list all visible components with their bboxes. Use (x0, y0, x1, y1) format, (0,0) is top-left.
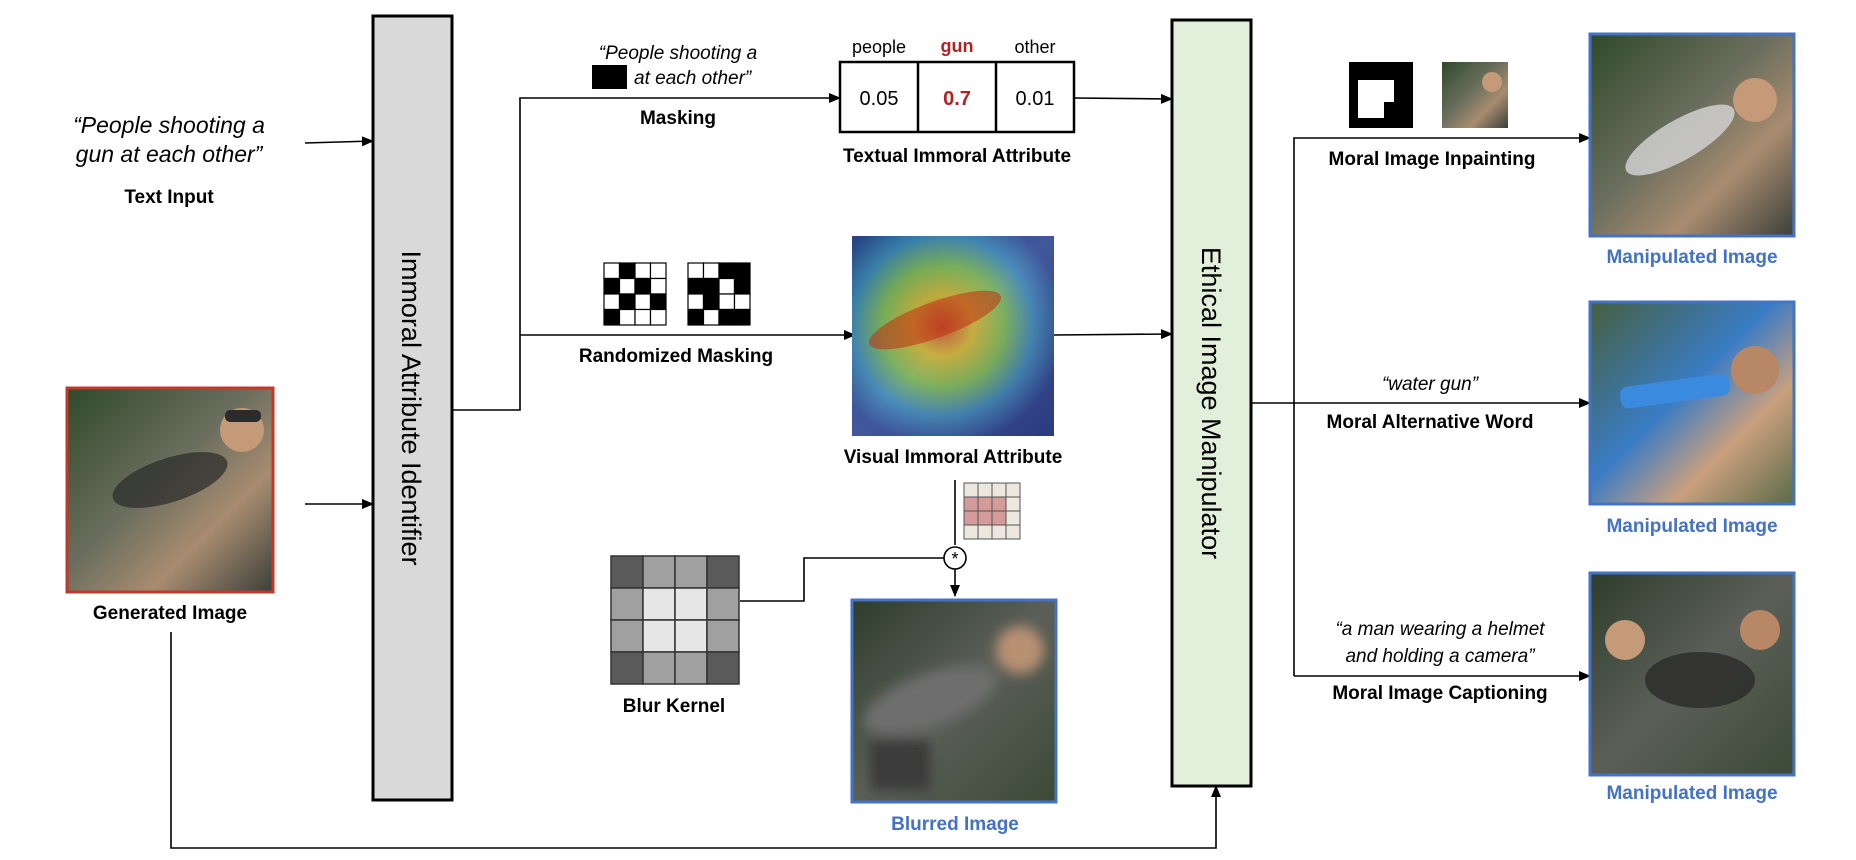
blur-kernel-label: Blur Kernel (623, 696, 725, 717)
table-header-people: people (852, 37, 906, 57)
generated-image-label: Generated Image (93, 603, 247, 624)
mask-token-block (592, 65, 627, 89)
visual-attribute-heatmap (852, 236, 1054, 436)
alternative-word-label: Moral Alternative Word (1327, 412, 1534, 433)
blurred-image (850, 598, 1058, 804)
convolution-symbol: * (951, 549, 958, 569)
generated-image (65, 386, 275, 594)
identifier-label: Immoral Attribute Identifier (396, 250, 426, 565)
textual-attribute-label: Textual Immoral Attribute (843, 146, 1071, 167)
masking-quote-line2: at each other” (634, 68, 753, 89)
textual-attribute-table: people gun other 0.05 0.7 0.01 (838, 36, 1076, 134)
alternative-word-quote: “water gun” (1382, 374, 1480, 395)
masking-quote-line1: “People shooting a (599, 43, 757, 64)
randomized-masking-label: Randomized Masking (579, 346, 773, 367)
inpainting-thumbnail-icon (1442, 62, 1508, 128)
manipulated-image-2-label: Manipulated Image (1606, 516, 1777, 537)
manipulator-label: Ethical Image Manipulator (1196, 247, 1226, 559)
blur-kernel-grid (610, 555, 740, 685)
arrow-identifier-to-textual (452, 93, 841, 411)
blurred-image-label: Blurred Image (891, 814, 1019, 835)
table-value-people: 0.05 (860, 88, 899, 110)
captioning-quote-line1: “a man wearing a helmet (1335, 619, 1545, 640)
manipulated-image-1 (1588, 32, 1796, 238)
table-value-gun: 0.7 (943, 88, 971, 110)
arrow-image-to-manipulator (170, 632, 1221, 849)
text-input-quote-line1: “People shooting a (73, 112, 265, 138)
manipulated-image-2 (1588, 300, 1796, 506)
masking-label: Masking (640, 108, 716, 129)
captioning-quote-line2: and holding a camera” (1345, 646, 1536, 667)
arrow-textual-to-manipulator (1073, 93, 1173, 104)
random-mask-icon-1 (603, 262, 667, 326)
arrow-to-output-1 (1293, 133, 1591, 676)
table-header-gun: gun (941, 36, 974, 56)
immoral-attribute-identifier-box (371, 14, 454, 802)
line-kernel-to-conv (740, 557, 944, 602)
arrow-text-to-identifier (304, 136, 374, 147)
manipulated-image-1-label: Manipulated Image (1606, 247, 1777, 268)
inpainting-label: Moral Image Inpainting (1329, 149, 1536, 170)
attribute-grid-icon (963, 482, 1021, 540)
text-input-quote-line2: gun at each other” (76, 141, 264, 167)
arrow-visual-to-manipulator (1053, 329, 1173, 340)
captioning-label: Moral Image Captioning (1332, 683, 1547, 704)
text-input-label: Text Input (124, 187, 214, 208)
table-value-other: 0.01 (1016, 88, 1055, 110)
ethical-image-manipulator-box (1170, 18, 1253, 788)
inpainting-mask-icon (1349, 62, 1413, 128)
visual-attribute-label: Visual Immoral Attribute (844, 447, 1063, 468)
random-mask-icon-2 (687, 262, 751, 326)
table-header-other: other (1014, 37, 1055, 57)
manipulated-image-3-label: Manipulated Image (1606, 783, 1777, 804)
manipulated-image-3 (1588, 571, 1796, 777)
